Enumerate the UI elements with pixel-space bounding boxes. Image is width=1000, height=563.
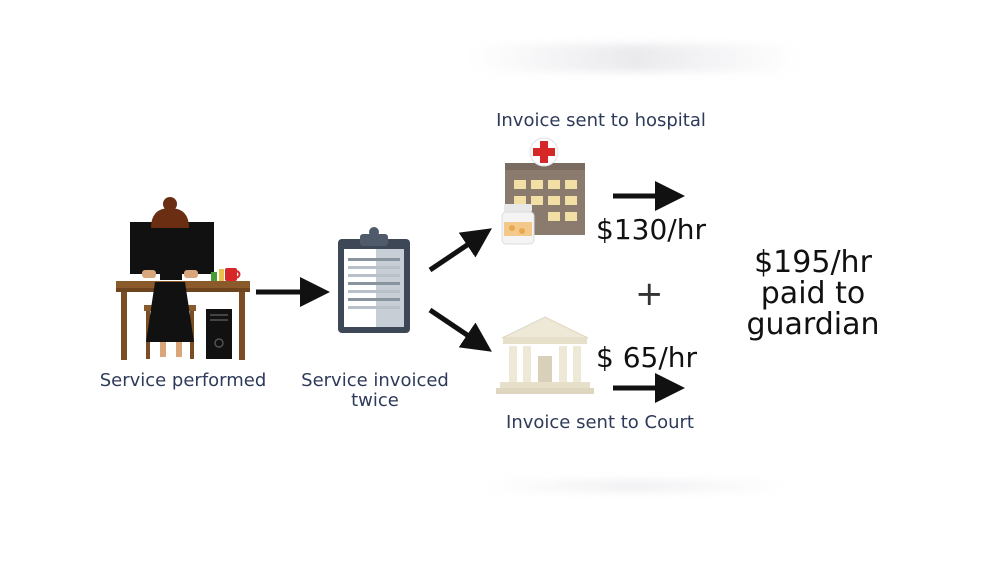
person-at-desk-icon (116, 197, 250, 360)
total-line2: paid to (760, 276, 866, 311)
total-paid-to-guardian: $195/hr paid to guardian (730, 247, 896, 340)
label-service-invoiced: Service invoiced twice (290, 371, 460, 411)
courthouse-icon (496, 316, 594, 394)
label-service-invoiced-line1: Service invoiced (301, 370, 449, 391)
hospital-icon (501, 137, 585, 245)
label-service-performed: Service performed (99, 370, 267, 391)
plus-sign: + (635, 274, 664, 314)
label-service-invoiced-line2: twice (351, 390, 399, 411)
label-invoice-hospital: Invoice sent to hospital (496, 110, 706, 131)
total-line1: $195/hr (754, 245, 872, 280)
blurred-heading (470, 44, 800, 72)
total-line3: guardian (746, 307, 880, 342)
rate-hospital: $130/hr (596, 213, 706, 246)
label-invoice-court: Invoice sent to Court (506, 412, 694, 433)
rate-court: $ 65/hr (596, 341, 698, 374)
clipboard-icon (338, 227, 410, 333)
arrow-to-hospital (428, 228, 492, 273)
arrow-to-court (428, 307, 492, 352)
blurred-footer (480, 480, 790, 492)
